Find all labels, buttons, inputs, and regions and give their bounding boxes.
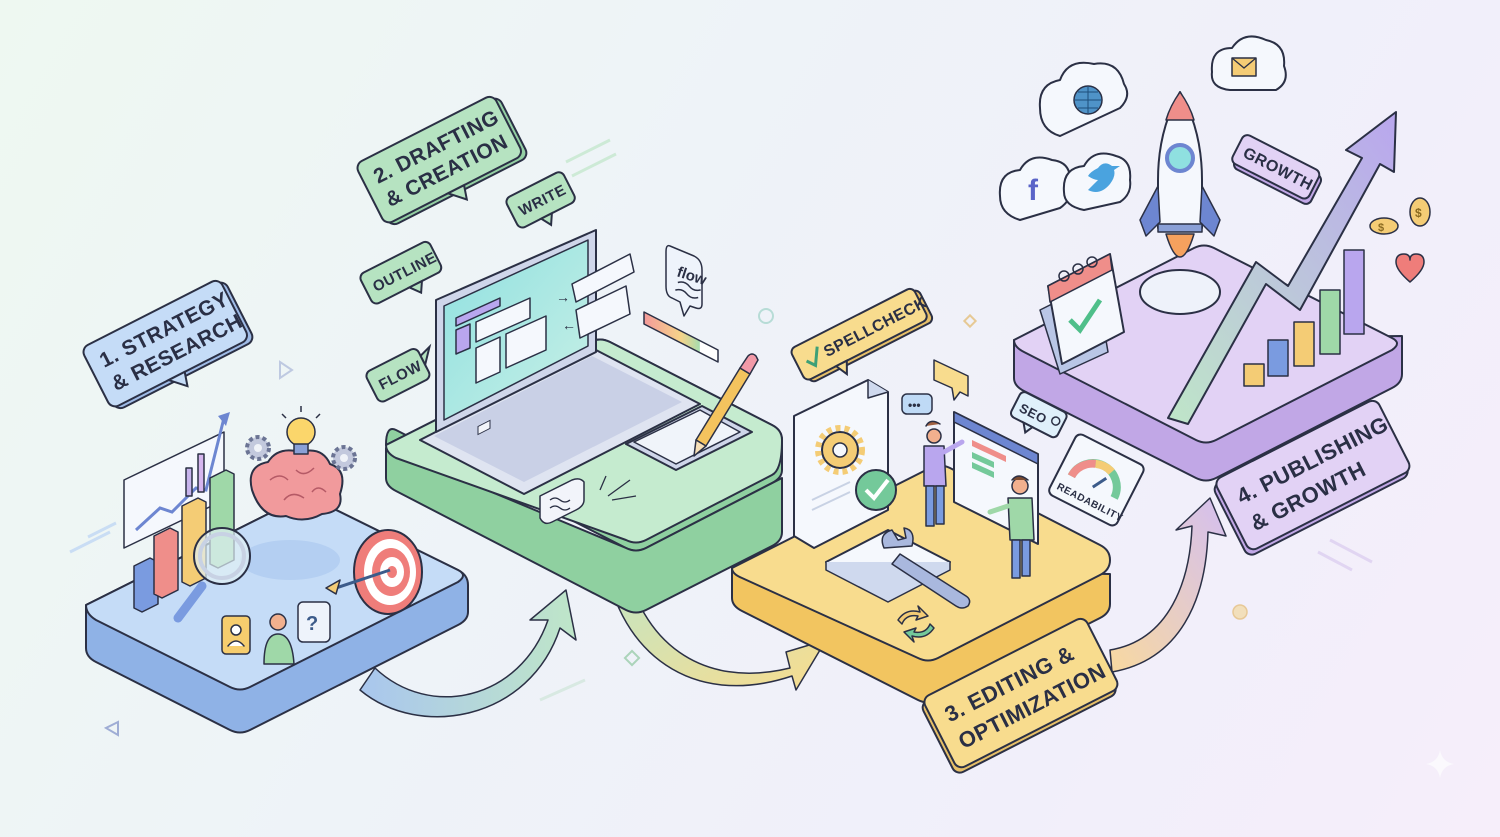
svg-text:←: ← [562,317,576,333]
svg-text:$: $ [1415,206,1422,220]
tag-outline: OUTLINE [359,240,443,305]
sparkle-icon [1426,750,1454,778]
rocket-icon [1139,91,1221,315]
coin-icon: $ $ [1369,197,1431,235]
connector-2-to-3 [605,559,827,691]
facebook-glyph: f [1028,174,1039,207]
tag-flow: FLOW [365,343,432,403]
flow-bubble: flow [665,244,709,317]
spellcheck-tag: SPELLCHECK [790,287,934,383]
readability-gauge: READABILITY [1048,433,1145,527]
cloud-facebook-icon: f [998,156,1072,221]
refresh-icon [897,605,935,643]
stage-2-label: 2. DRAFTING & CREATION [356,95,528,226]
brain-icon [249,449,344,521]
connector-3-to-4 [1109,497,1227,673]
stage-1-label: 1. STRATEGY & RESEARCH [82,279,254,410]
svg-text:•••: ••• [908,398,921,412]
question-bubble-icon: ? [297,601,331,643]
decorative-marks [69,138,1454,778]
user-icon [263,613,295,665]
laptop-icon [419,229,701,495]
svg-text:$: $ [1378,222,1384,234]
lightbulb-icon [281,406,321,455]
cloud-globe-icon [1038,61,1129,137]
growth-arrow-icon [1167,111,1397,425]
calendar-check-icon [1039,253,1125,375]
person-man-icon [987,475,1035,579]
growth-tag: GROWTH [1231,134,1323,205]
stage-3-label: 3. EDITING & OPTIMIZATION [921,617,1119,774]
bar-chart-icon [1243,249,1365,387]
check-circle-icon [855,469,897,511]
progress-bar-icon [643,311,719,363]
cloud-twitter-icon [1062,152,1132,211]
wrench-icon [881,527,971,609]
cloud-mail-icon [1210,35,1287,91]
floating-cards: → ← [556,253,635,339]
heart-icon [1395,253,1425,283]
svg-text:→: → [556,289,570,305]
target-icon [325,529,423,615]
wave-note-icon [539,475,637,525]
gear-icon [245,435,357,471]
person-woman-icon [923,420,965,527]
tag-write: WRITE [505,171,576,229]
persona-card-icon [221,615,251,655]
connector-1-to-2 [359,589,577,718]
magnifier-icon [173,527,251,623]
pencil-icon [693,353,759,457]
chat-bubble-icon: ••• [901,359,969,415]
svg-text:?: ? [306,613,318,635]
